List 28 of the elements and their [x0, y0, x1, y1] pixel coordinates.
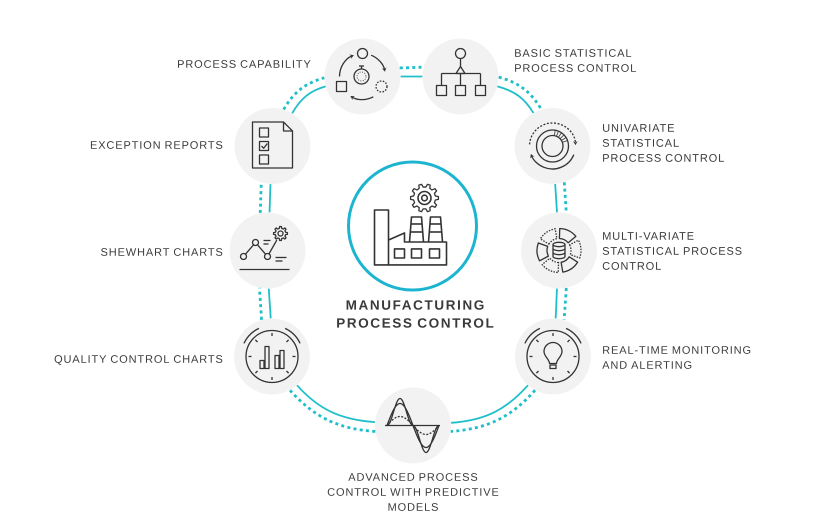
step-label: ADVANCED PROCESS CONTROL WITH PREDICTIVE MODELS	[328, 473, 498, 511]
connector-line	[400, 76, 422, 78]
dotted-connector-line	[562, 288, 568, 320]
connector-line	[497, 86, 534, 114]
hub-title: MANUFACTURING PROCESS CONTROL	[337, 300, 494, 328]
step-label: UNIVARIATE STATISTICAL PROCESS CONTROL	[602, 124, 724, 162]
dotted-connector-line	[258, 182, 263, 214]
step-label: EXCEPTION REPORTS	[90, 141, 222, 149]
connector-line	[268, 184, 272, 212]
connector-line	[554, 184, 558, 212]
step-label: MULTI-VARIATE STATISTICAL PROCESS CONTROL	[602, 232, 742, 270]
connector-line	[451, 384, 529, 424]
dotted-connector-line	[562, 182, 568, 214]
connector-line	[291, 86, 326, 114]
dotted-connector-line	[498, 76, 543, 110]
step-label: BASIC STATISTICAL PROCESS CONTROL	[515, 49, 636, 72]
dotted-connector-line	[258, 288, 263, 320]
dotted-connector-line	[282, 76, 325, 110]
dotted-connector-line	[400, 66, 424, 70]
connector-line	[268, 288, 272, 318]
step-label: QUALITY CONTROL CHARTS	[54, 355, 222, 365]
step-label: SHEWHART CHARTS	[101, 248, 222, 256]
connector-line	[296, 384, 376, 424]
connector-line	[554, 288, 558, 318]
step-label: PROCESS CAPABILITY	[178, 60, 311, 68]
dotted-connector-line	[288, 389, 376, 433]
dotted-connector-line	[450, 389, 536, 433]
step-label: REAL-TIME MONITORING AND ALERTING	[602, 346, 750, 369]
